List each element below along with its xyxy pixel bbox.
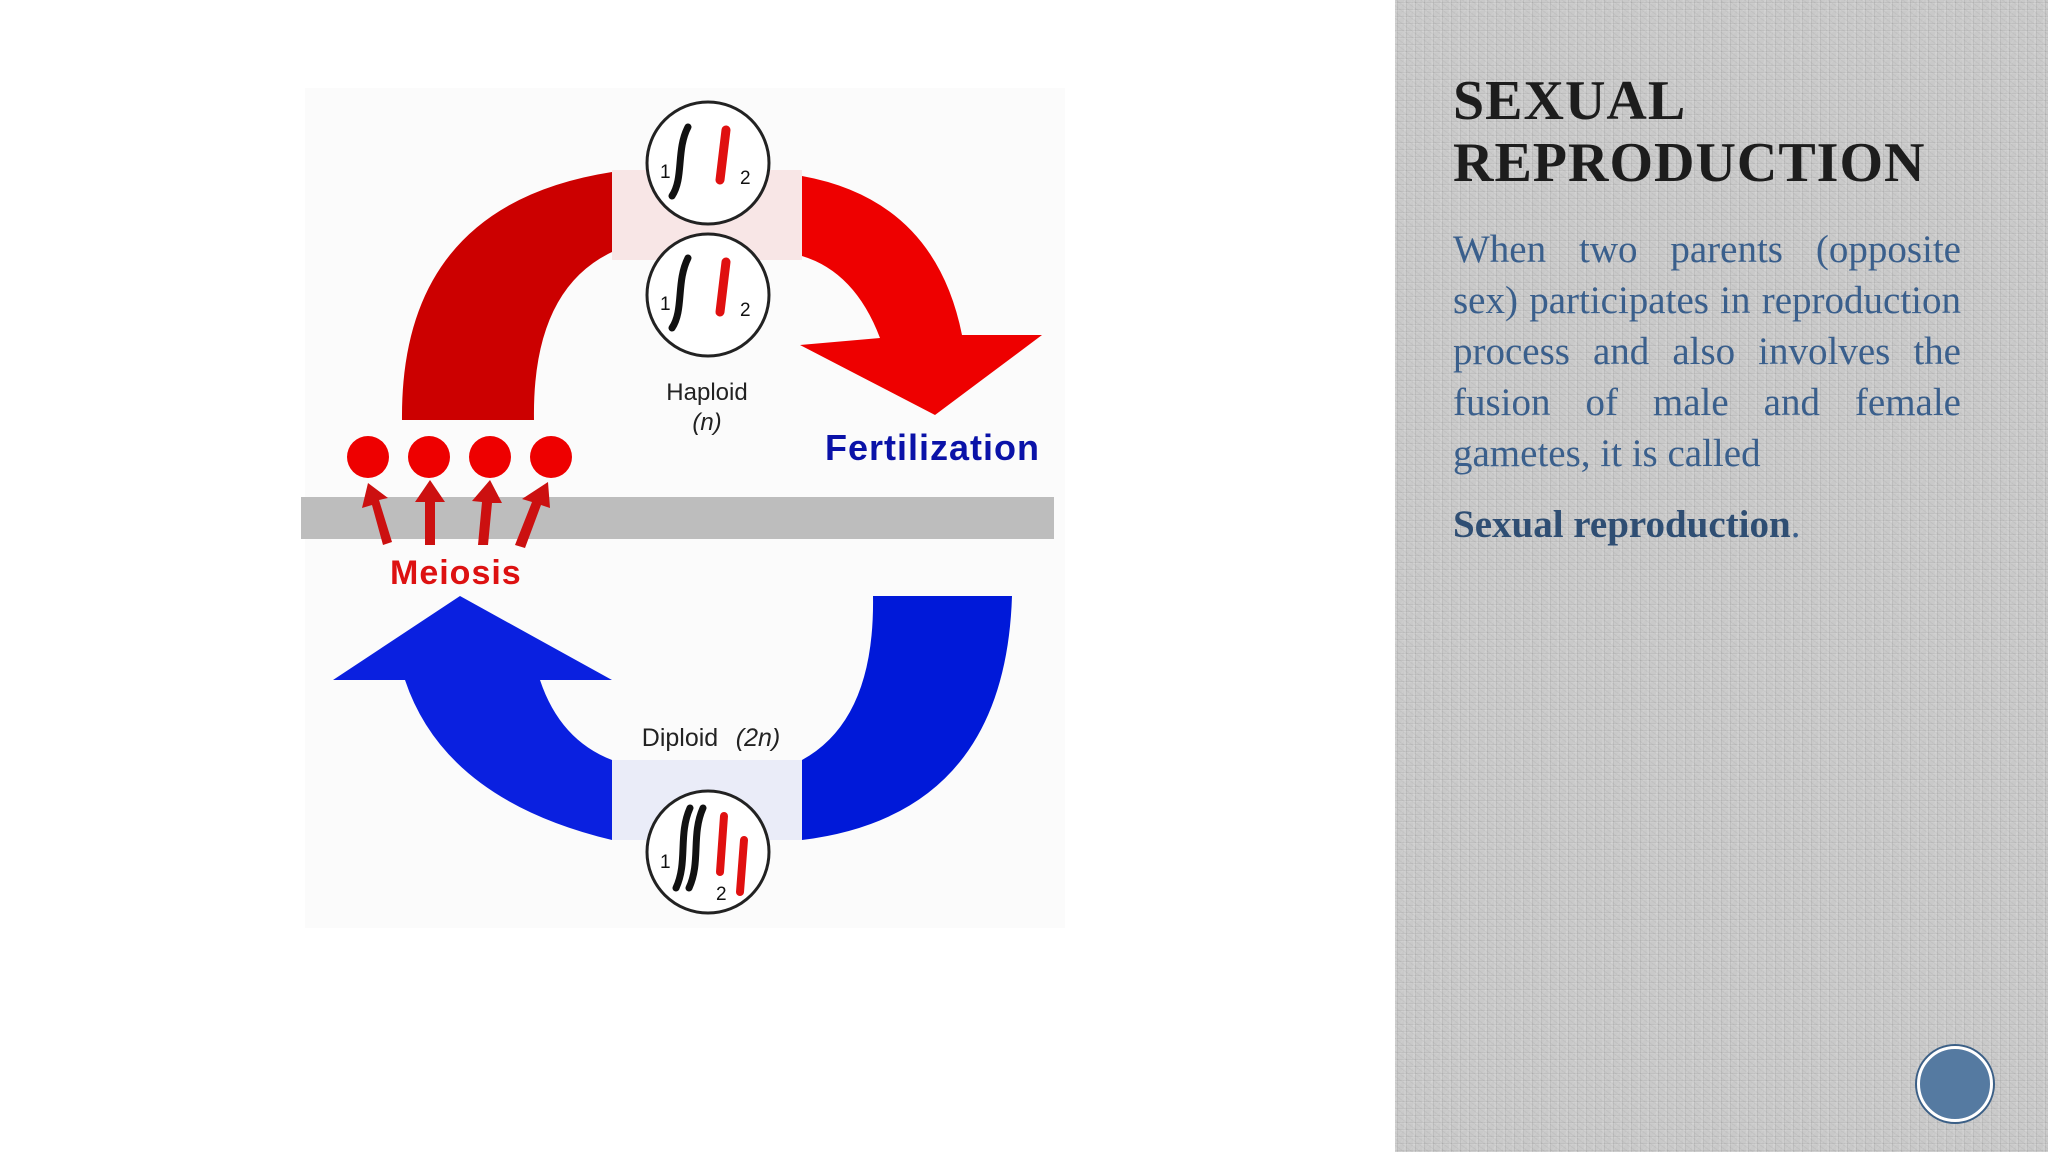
separator-bar — [301, 497, 1054, 539]
meiosis-blue-arrow — [333, 596, 612, 840]
highlight-term: Sexual reproduction — [1453, 503, 1791, 546]
meiosis-to-haploid-arc — [401, 172, 612, 420]
text-panel: SEXUAL REPRODUCTION When two parents (op… — [1395, 0, 2048, 1152]
highlight-suffix: . — [1790, 503, 1801, 546]
fertilization-label: Fertilization — [825, 427, 1040, 468]
life-cycle-diagram: 1 2 1 2 1 2 Haploid (n) Diploid (2n) Fer… — [301, 100, 1054, 915]
diploid-label: Diploid — [642, 724, 718, 752]
chromosome-2-label: 2 — [740, 300, 751, 321]
meiosis-gametes — [347, 436, 572, 548]
highlight-line: Sexual reproduction. — [1453, 499, 1961, 550]
text-panel-content: SEXUAL REPRODUCTION When two parents (op… — [1453, 70, 1961, 550]
haploid-label: Haploid — [666, 379, 747, 406]
chromosome-2-label: 2 — [740, 168, 751, 189]
haploid-cell-bottom: 1 2 — [645, 232, 771, 358]
diploid-ploidy-label: (2n) — [736, 724, 780, 752]
chromosome-1-label: 1 — [660, 852, 671, 873]
haploid-cell-top: 1 2 — [645, 100, 771, 226]
meiosis-label: Meiosis — [390, 554, 522, 592]
chromosome-2-label: 2 — [716, 884, 727, 905]
fertilization-arrow — [800, 176, 1042, 415]
chromosome-1-label: 1 — [660, 294, 671, 315]
diploid-blue-arc — [802, 596, 1012, 840]
slide-body-text: When two parents (opposite sex) particip… — [1453, 228, 1961, 475]
diploid-cell: 1 2 — [645, 789, 771, 915]
chromosome-1-label: 1 — [660, 162, 671, 183]
slide-title: SEXUAL REPRODUCTION — [1453, 70, 1926, 194]
haploid-ploidy-label: (n) — [692, 409, 721, 436]
slide-nav-button[interactable] — [1917, 1046, 1993, 1122]
